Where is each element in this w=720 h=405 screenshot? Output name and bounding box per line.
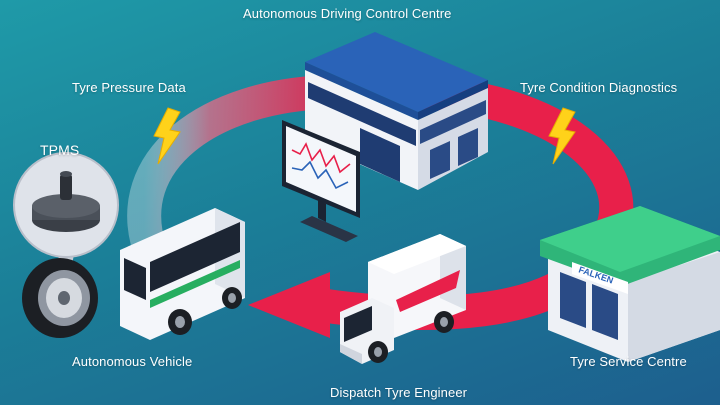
lightning-bolt-icon xyxy=(548,107,576,165)
tpms-callout xyxy=(13,152,119,290)
monitor-icon xyxy=(282,120,360,242)
autonomous-vehicle xyxy=(120,208,245,340)
service-truck xyxy=(340,234,466,364)
control-centre-label: Autonomous Driving Control Centre xyxy=(243,6,452,21)
tyre-icon xyxy=(22,258,98,338)
tyre-service-centre xyxy=(540,206,720,362)
condition-diagnostics-label: Tyre Condition Diagnostics xyxy=(520,80,678,95)
dispatch-label: Dispatch Tyre Engineer xyxy=(330,385,468,400)
vehicle-label: Autonomous Vehicle xyxy=(72,354,193,369)
control-centre-building xyxy=(305,32,488,190)
tpms-label: TPMS xyxy=(40,142,80,158)
arrow-head-icon xyxy=(248,272,330,338)
pressure-data-label: Tyre Pressure Data xyxy=(72,80,186,95)
tpms-sensor-icon xyxy=(32,171,100,232)
lightning-bolt-icon xyxy=(153,107,181,165)
service-centre-label: Tyre Service Centre xyxy=(570,354,687,369)
